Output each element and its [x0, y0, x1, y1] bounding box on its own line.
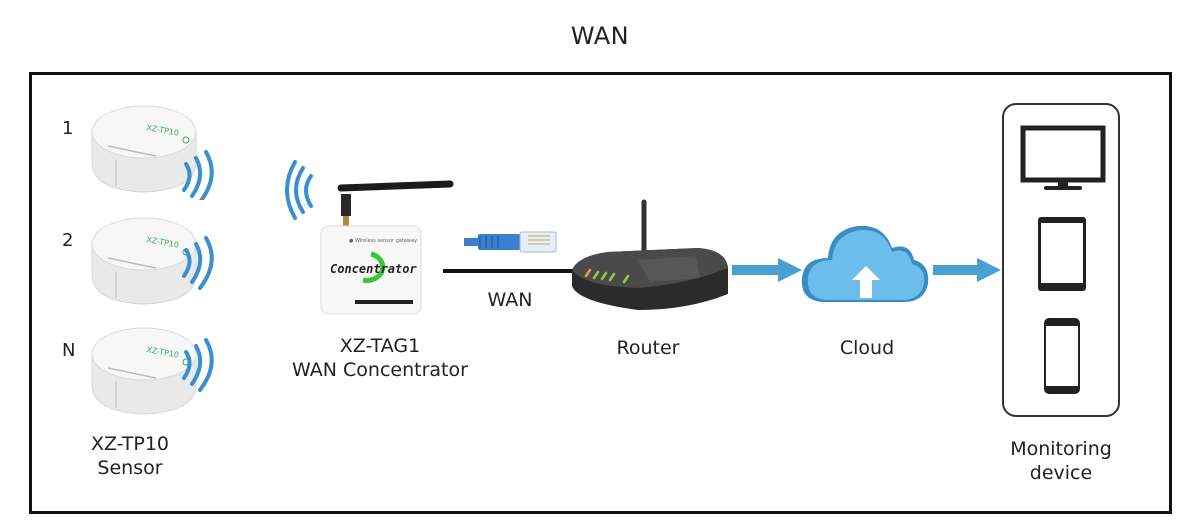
concentrator-type: WAN Concentrator — [292, 359, 468, 381]
wireless-waves-icon — [285, 160, 313, 220]
concentrator-label: XZ-TAG1 WAN Concentrator — [270, 334, 490, 382]
sensor-model: XZ-TP10 — [90, 433, 170, 455]
monitoring-label-line2: device — [1029, 462, 1093, 484]
router-label: Router — [616, 337, 680, 359]
concentrator-model: XZ-TAG1 — [339, 335, 421, 357]
monitoring-device-group — [1002, 103, 1120, 417]
router-device — [572, 199, 728, 310]
monitor-icon — [1020, 125, 1106, 190]
diagram-frame — [29, 72, 1172, 514]
sensor-type: Sensor — [97, 457, 163, 479]
arrow-right-icon — [933, 258, 1001, 282]
sensor-puck-icon: XZ-TP10 — [91, 327, 197, 415]
tablet-icon — [1038, 217, 1086, 291]
sensor-device-1: XZ-TP10 — [91, 105, 214, 200]
wireless-waves-icon — [182, 338, 214, 392]
sensor-index-1: 1 — [62, 118, 74, 139]
wan-link-label: WAN — [487, 289, 533, 311]
ethernet-plug-icon — [464, 231, 557, 253]
logo-icon — [362, 251, 386, 283]
wireless-waves-icon — [182, 150, 214, 200]
wan-cable-line — [443, 269, 573, 273]
concentrator-device: ● Wireless sensor gateway Concentrator — [285, 160, 454, 315]
sensor-puck-icon: XZ-TP10 — [91, 217, 197, 305]
smartphone-icon — [1044, 318, 1080, 394]
status-leds — [584, 268, 630, 284]
arrow-right-icon — [732, 258, 802, 282]
monitoring-label: Monitoring device — [995, 437, 1127, 485]
sensor-puck-icon: XZ-TP10 — [91, 105, 197, 193]
diagram-title: WAN — [570, 22, 630, 50]
svg-text:● Wireless sensor gateway: ● Wireless sensor gateway — [349, 238, 417, 244]
sensor-index-n: N — [62, 340, 76, 361]
concentrator-body — [320, 225, 422, 315]
monitoring-label-line1: Monitoring — [1010, 438, 1112, 460]
wireless-waves-icon — [182, 236, 214, 290]
upload-arrow-icon — [852, 266, 880, 298]
cloud-label: Cloud — [839, 337, 895, 359]
sensor-index-2: 2 — [62, 230, 74, 251]
sensor-label: XZ-TP10 Sensor — [60, 432, 200, 480]
antenna-icon — [337, 180, 454, 228]
sensor-device-n: XZ-TP10 — [91, 327, 214, 415]
cloud-icon — [801, 225, 929, 302]
sensor-device-2: XZ-TP10 — [91, 217, 214, 305]
concentrator-device-text: Concentrator — [330, 262, 417, 276]
